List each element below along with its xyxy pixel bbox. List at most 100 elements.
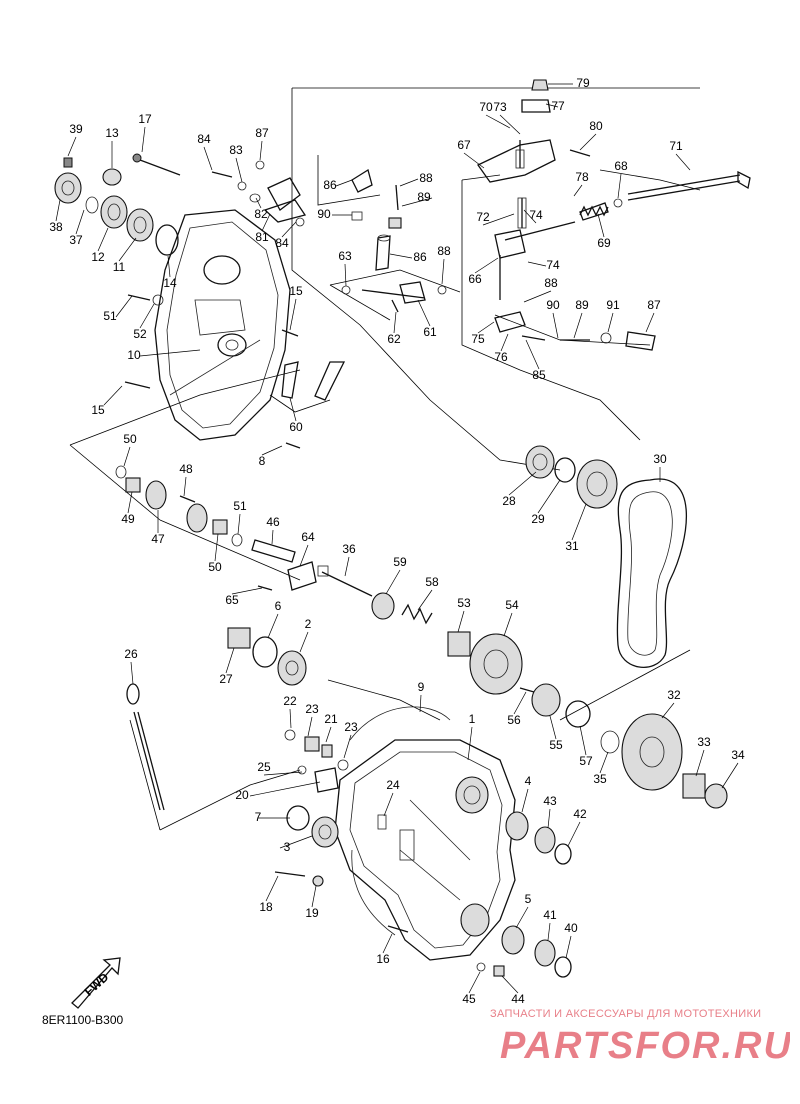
watermark-logo: PARTSFOR.RU bbox=[500, 1025, 790, 1066]
part-number-label: 10 bbox=[127, 348, 141, 362]
part-number-label: 84 bbox=[275, 236, 289, 250]
part-number-label: 32 bbox=[667, 688, 681, 702]
gasket-wire bbox=[349, 706, 451, 936]
leader-line bbox=[115, 295, 133, 318]
part-number-label: 60 bbox=[289, 420, 303, 434]
part-number-label: 76 bbox=[494, 350, 508, 364]
part-number-label: 33 bbox=[697, 735, 711, 749]
leader-line bbox=[521, 788, 529, 813]
part-number-label: 11 bbox=[113, 260, 126, 274]
part-number-label: 44 bbox=[511, 992, 525, 1006]
leader-line bbox=[499, 114, 521, 135]
leader-line bbox=[571, 503, 587, 541]
part-number-label: 65 bbox=[225, 593, 239, 607]
part-number-label: 86 bbox=[413, 250, 427, 264]
part-number-label: 90 bbox=[317, 207, 331, 221]
linkage-parts-mid bbox=[351, 168, 402, 271]
leader-line bbox=[500, 333, 509, 352]
part-number-label: 61 bbox=[423, 325, 437, 339]
leader-line bbox=[382, 933, 393, 954]
part-number-label: 4 bbox=[525, 774, 532, 788]
part-number-label: 48 bbox=[179, 462, 193, 476]
leader-line bbox=[661, 702, 675, 719]
part-number-label: 23 bbox=[305, 702, 319, 716]
leader-line bbox=[607, 312, 614, 333]
part-number-label: 12 bbox=[91, 250, 105, 264]
main-gear-stack bbox=[317, 565, 591, 728]
leader-line bbox=[482, 213, 515, 226]
leader-line bbox=[299, 631, 309, 653]
part-number-label: 72 bbox=[476, 210, 490, 224]
leader-line bbox=[263, 771, 303, 776]
leader-line bbox=[525, 339, 540, 370]
part-number-label: 49 bbox=[121, 512, 135, 526]
leader-line bbox=[565, 935, 572, 959]
upper-sprocket-group bbox=[525, 445, 618, 509]
part-number-label: 50 bbox=[208, 560, 222, 574]
leader-line bbox=[675, 153, 691, 171]
leader-line bbox=[573, 312, 583, 339]
leader-line bbox=[325, 726, 332, 743]
leader-line bbox=[523, 209, 537, 224]
leader-line bbox=[417, 299, 431, 327]
leader-line bbox=[139, 349, 201, 357]
leader-line bbox=[383, 792, 394, 817]
drive-chain bbox=[616, 478, 688, 668]
leader-line bbox=[97, 227, 109, 252]
part-number-label: 52 bbox=[133, 327, 147, 341]
leader-line bbox=[289, 708, 292, 729]
part-number-label: 16 bbox=[376, 952, 390, 966]
chain-case-cover bbox=[154, 209, 291, 441]
part-number-label: 82 bbox=[254, 207, 268, 221]
leader-line bbox=[545, 103, 559, 108]
leader-line bbox=[463, 152, 485, 169]
part-number-label: 66 bbox=[468, 272, 482, 286]
part-number-label: 70 bbox=[479, 100, 493, 114]
leader-line bbox=[127, 491, 133, 514]
part-number-label: 23 bbox=[344, 720, 358, 734]
part-number-label: 24 bbox=[386, 778, 400, 792]
part-number-label: 51 bbox=[233, 499, 247, 513]
part-number-label: 43 bbox=[543, 794, 557, 808]
part-number-label: 9 bbox=[418, 680, 425, 694]
leader-line bbox=[123, 446, 131, 467]
leader-line bbox=[401, 197, 433, 207]
leader-line bbox=[599, 751, 609, 774]
leader-line bbox=[501, 975, 519, 994]
part-number-label: 57 bbox=[579, 754, 593, 768]
leader-line bbox=[271, 529, 274, 545]
leader-line bbox=[139, 303, 155, 329]
leader-line bbox=[235, 157, 243, 183]
part-number-label: 46 bbox=[266, 515, 280, 529]
part-number-label: 75 bbox=[471, 332, 485, 346]
part-number-label: 22 bbox=[283, 694, 297, 708]
part-number-label: 25 bbox=[257, 760, 271, 774]
leader-line bbox=[393, 311, 397, 334]
leader-line bbox=[389, 253, 413, 259]
leader-line bbox=[289, 397, 297, 422]
part-number-label: 17 bbox=[138, 112, 152, 126]
leader-line bbox=[335, 179, 353, 187]
leader-line bbox=[549, 715, 557, 740]
part-number-label: 8 bbox=[259, 454, 266, 468]
part-number-label: 18 bbox=[259, 900, 273, 914]
part-number-label: 84 bbox=[197, 132, 211, 146]
part-number-label: 81 bbox=[255, 230, 269, 244]
watermark-caption: ЗАПЧАСТИ И АКСЕССУАРЫ ДЛЯ МОТОТЕХНИКИ bbox=[490, 1008, 762, 1020]
part-number-label: 63 bbox=[338, 249, 352, 263]
leader-line bbox=[597, 213, 605, 238]
part-number-label: 38 bbox=[49, 220, 63, 234]
svg-text:PARTSFOR.RU: PARTSFOR.RU bbox=[500, 1025, 790, 1066]
leader-line bbox=[721, 762, 739, 789]
leader-line bbox=[474, 257, 499, 274]
part-number-label: 3 bbox=[284, 840, 291, 854]
leader-line bbox=[55, 199, 61, 222]
part-number-label: 73 bbox=[493, 100, 507, 114]
idler-shaft-parts bbox=[115, 465, 317, 591]
part-number-label: 37 bbox=[69, 233, 83, 247]
leader-line bbox=[417, 589, 433, 611]
leader-line bbox=[579, 133, 597, 151]
main-chain-case bbox=[334, 739, 516, 961]
